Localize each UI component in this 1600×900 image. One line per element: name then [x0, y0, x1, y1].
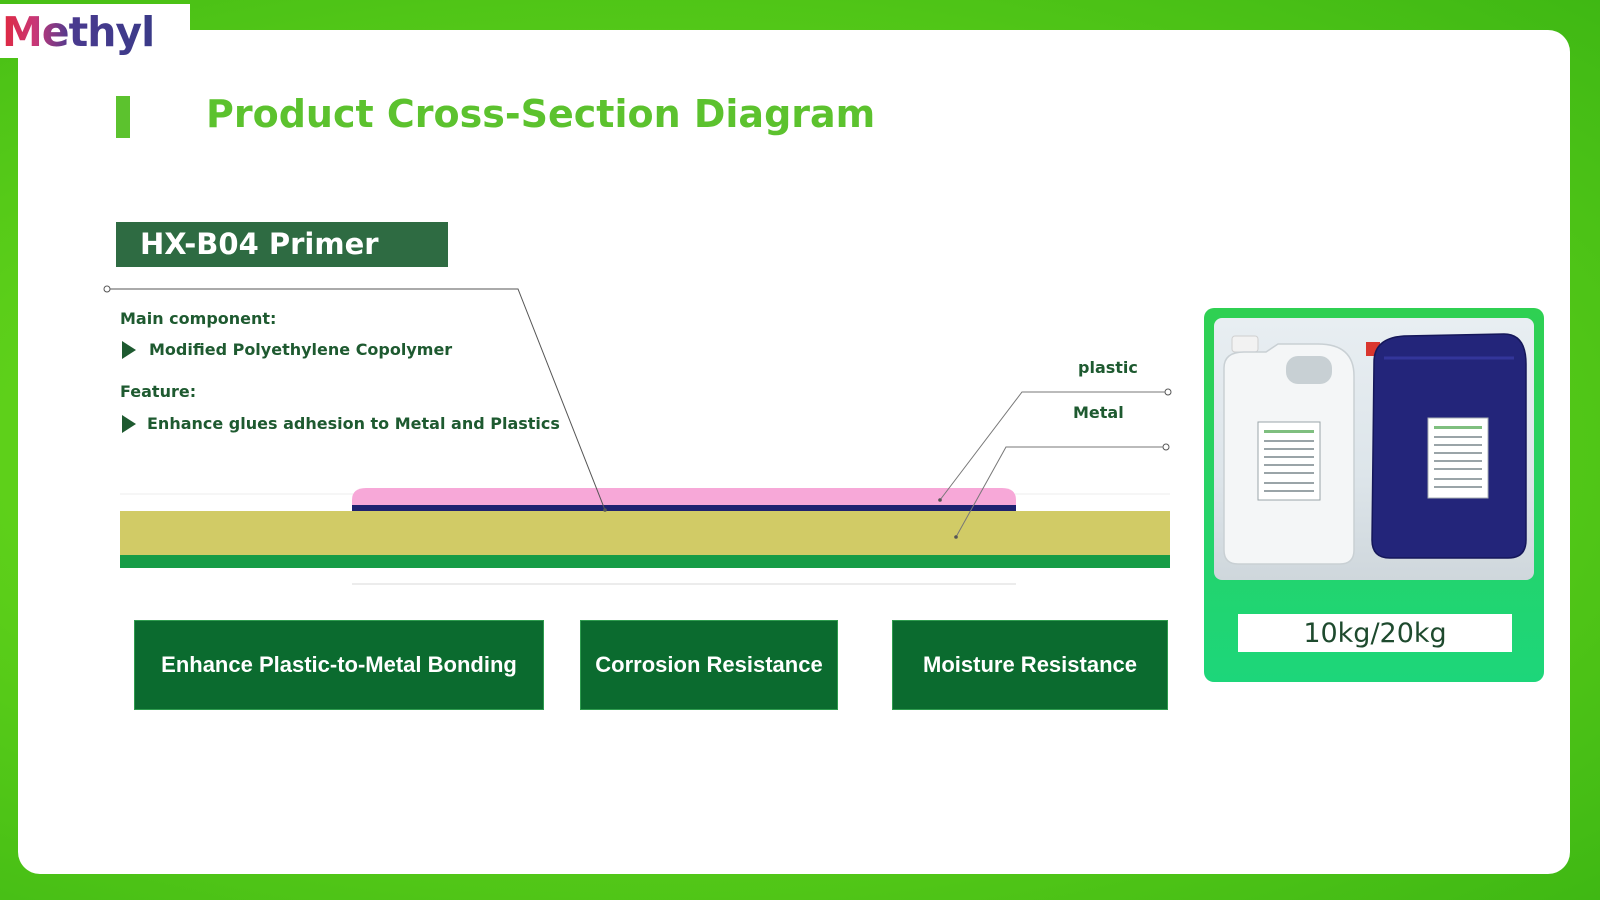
packaging-weight: 10kg/20kg	[1238, 614, 1512, 652]
white-can-cap	[1231, 335, 1259, 353]
bullet-arrow-icon	[122, 415, 136, 433]
page-title: Product Cross-Section Diagram	[206, 92, 876, 136]
brand-logo: Methyl	[2, 8, 155, 56]
title-accent-bar	[116, 96, 130, 138]
plastic-layer-label: plastic	[1078, 358, 1138, 377]
leader-anchor	[603, 508, 607, 512]
benefit-moisture-resistance: Moisture Resistance	[892, 620, 1168, 710]
leader-endpoint	[1162, 443, 1170, 451]
white-can-handle	[1286, 356, 1332, 384]
primer-layer	[352, 505, 1016, 511]
leader-anchor	[938, 498, 942, 502]
leader-anchor	[954, 535, 958, 539]
metal-layer	[120, 511, 1170, 555]
leader-endpoint	[1164, 388, 1172, 396]
product-photo	[1214, 318, 1534, 580]
metal-layer-label: Metal	[1073, 403, 1124, 422]
benefit-plastic-metal-bonding: Enhance Plastic-to-Metal Bonding	[134, 620, 544, 710]
plastic-leader-line	[939, 391, 1165, 501]
white-can-label	[1257, 421, 1321, 501]
feature-value: Enhance glues adhesion to Metal and Plas…	[147, 414, 560, 433]
metal-leader-line	[955, 446, 1163, 538]
primer-leader-line	[110, 288, 606, 511]
main-component-value: Modified Polyethylene Copolymer	[149, 340, 453, 359]
product-name-badge: HX-B04 Primer	[116, 222, 448, 267]
leader-endpoint	[103, 285, 111, 293]
navy-can-label	[1427, 417, 1489, 499]
product-containers-illustration	[1223, 333, 1527, 565]
plastic-layer	[352, 488, 1016, 510]
packaging-card: 10kg/20kg	[1204, 308, 1544, 682]
feature-label: Feature:	[120, 382, 197, 401]
base-layer	[120, 555, 1170, 568]
logo-box: Methyl	[0, 4, 190, 58]
benefit-corrosion-resistance: Corrosion Resistance	[580, 620, 838, 710]
bullet-arrow-icon	[122, 341, 136, 359]
main-component-label: Main component:	[120, 309, 277, 328]
